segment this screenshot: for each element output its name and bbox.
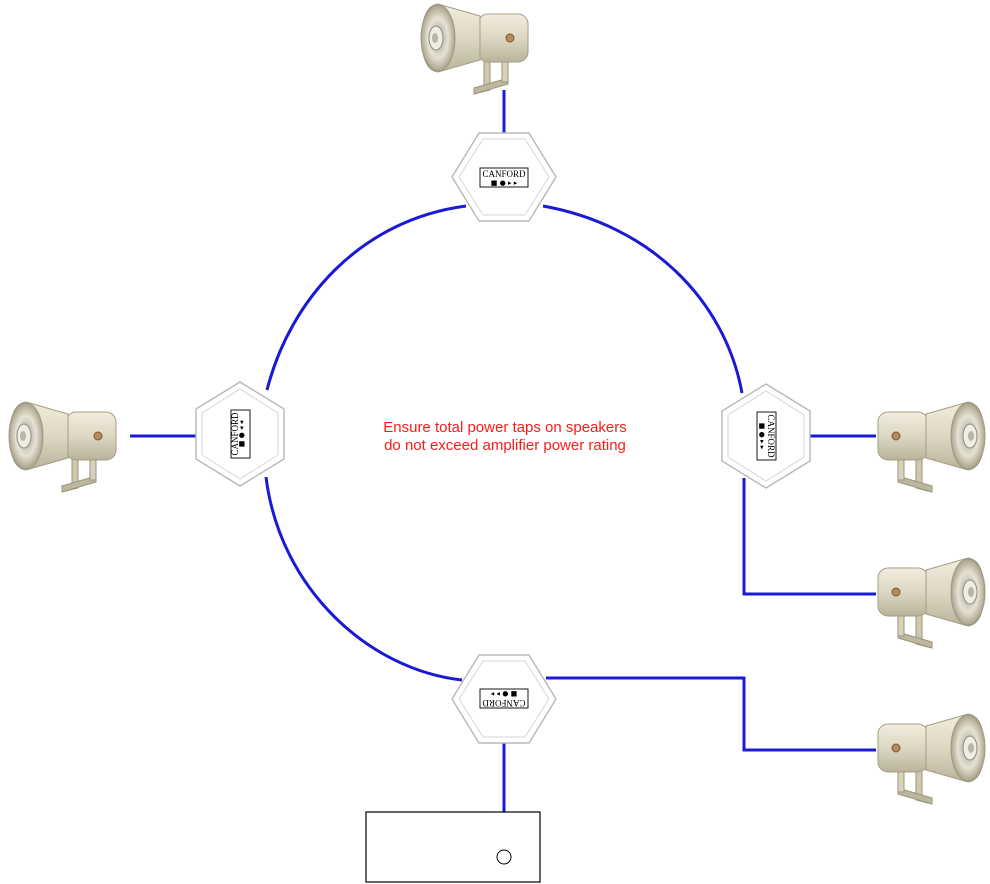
junction-brand-bottom: CANFORD <box>482 698 526 708</box>
note-line-1: Ensure total power taps on speakers <box>383 419 627 436</box>
wire-right-speaker-3 <box>546 676 876 752</box>
horn-speaker-icon <box>877 713 986 805</box>
junction-symbols-bottom: ■ ● ▸ ▸ <box>490 690 517 698</box>
ring-wire-top-right <box>542 204 744 394</box>
junction-box-bottom: CANFORD ■ ● ▸ ▸ <box>451 654 557 744</box>
junction-box-right: CANFORD ■ ● ▸ ▸ <box>721 383 811 489</box>
note-line-2: do not exceed amplifier power rating <box>384 437 626 454</box>
wire-right-speaker-2 <box>742 478 876 596</box>
junction-brand-right: CANFORD <box>766 414 776 458</box>
amplifier-power-knob <box>496 849 512 865</box>
horn-speaker-icon <box>420 3 529 95</box>
junction-box-top: CANFORD ■ ● ▸ ▸ <box>451 132 557 222</box>
junction-symbols-top: ■ ● ▸ ▸ <box>491 179 518 187</box>
junction-box-left: ▸ ▸ ● ■ CANFORD <box>195 381 285 487</box>
ring-wire-top-left <box>265 204 467 391</box>
junction-brand-left: CANFORD <box>230 412 240 456</box>
junction-symbols-right: ■ ● ▸ ▸ <box>758 423 766 450</box>
horn-speaker-icon <box>877 401 986 493</box>
horn-speaker-icon <box>8 401 117 493</box>
amplifier-icon <box>365 811 541 883</box>
horn-speaker-icon <box>877 557 986 649</box>
junction-brand-top: CANFORD <box>482 169 526 179</box>
wiring <box>130 90 876 812</box>
ring-wire-left-bottom <box>264 476 463 682</box>
junction-symbols-left: ▸ ▸ ● ■ <box>238 421 246 447</box>
power-rating-note: Ensure total power taps on speakers do n… <box>320 419 690 455</box>
